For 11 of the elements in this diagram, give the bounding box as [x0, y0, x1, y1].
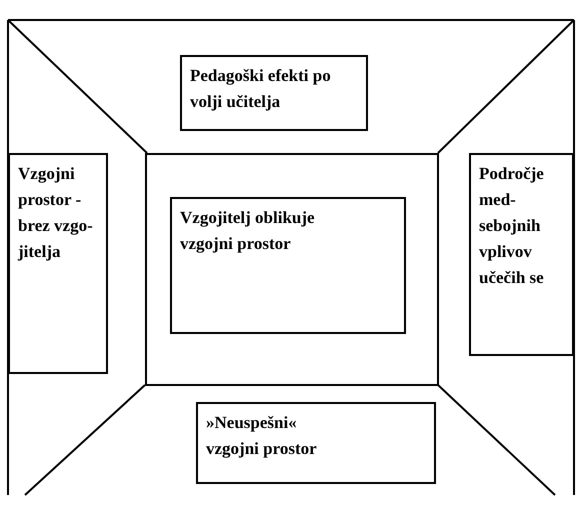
- frame-box: [145, 153, 439, 386]
- box-label: Področje med- sebojnih vplivov učečih se: [478, 163, 545, 289]
- box-label: Pedagoški efekti po volji učitelja: [189, 65, 332, 113]
- text-box: [180, 55, 368, 131]
- box-label: Vzgojitelj oblikuje vzgojni prostor: [179, 207, 316, 255]
- text-box: [469, 153, 574, 356]
- box-label: »Neuspešni« vzgojni prostor: [205, 412, 318, 460]
- text-box: [170, 197, 406, 334]
- text-box: [8, 153, 108, 374]
- text-box: [196, 402, 436, 484]
- box-label: Vzgojni prostor - brez vzgo- jitelja: [16, 163, 94, 263]
